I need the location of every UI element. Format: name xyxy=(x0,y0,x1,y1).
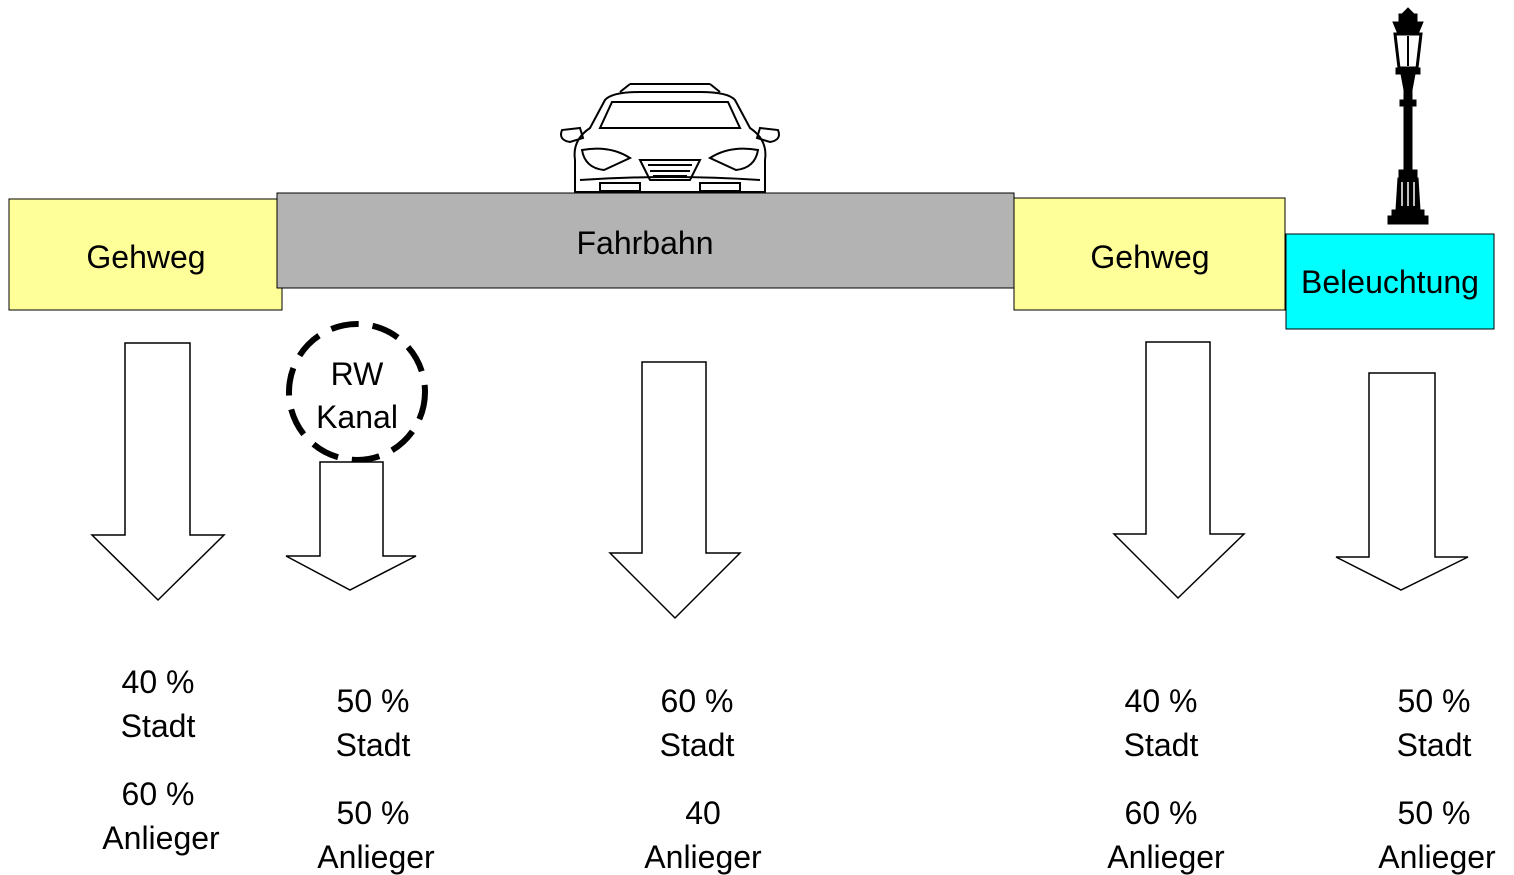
share-4-stadt-pct: 40 % xyxy=(1125,683,1198,719)
share-3-anlieger-pct: 40 xyxy=(685,795,721,831)
rw-kanal-marker: RW Kanal xyxy=(286,321,428,463)
down-arrow-3 xyxy=(608,361,742,620)
share-1-stadt-pct: 40 % xyxy=(122,664,195,700)
gehweg-left-box xyxy=(8,198,283,311)
down-arrow-2 xyxy=(285,461,417,591)
share-3-stadt-pct: 60 % xyxy=(661,683,734,719)
share-4-anlieger-pct: 60 % xyxy=(1125,795,1198,831)
fahrbahn-label: Fahrbahn xyxy=(577,225,714,261)
share-2: 50 % Stadt 50 % Anlieger xyxy=(317,683,435,875)
rw-kanal-line2: Kanal xyxy=(316,399,398,435)
segment-gehweg-left: Gehweg xyxy=(8,198,283,311)
share-1-stadt: Stadt xyxy=(121,708,196,744)
share-2-stadt-pct: 50 % xyxy=(337,683,410,719)
share-4-anlieger: Anlieger xyxy=(1107,839,1225,875)
share-5-stadt: Stadt xyxy=(1397,727,1472,763)
segment-fahrbahn: Fahrbahn xyxy=(276,192,1015,289)
share-2-anlieger-pct: 50 % xyxy=(337,795,410,831)
beleuchtung-label: Beleuchtung xyxy=(1301,264,1479,300)
share-3-anlieger: Anlieger xyxy=(644,839,762,875)
share-3: 60 % Stadt 40 Anlieger xyxy=(644,683,762,875)
beleuchtung-box xyxy=(1285,233,1495,330)
share-5-anlieger: Anlieger xyxy=(1378,839,1496,875)
share-4-stadt: Stadt xyxy=(1124,727,1199,763)
down-arrow-4 xyxy=(1112,341,1246,600)
segment-beleuchtung: Beleuchtung xyxy=(1285,233,1495,330)
gehweg-left-label: Gehweg xyxy=(86,239,205,275)
gehweg-right-label: Gehweg xyxy=(1090,239,1209,275)
rw-kanal-dashed-circle xyxy=(286,321,428,463)
rw-kanal-line1: RW xyxy=(331,356,385,392)
fahrbahn-box xyxy=(276,192,1015,289)
share-5-stadt-pct: 50 % xyxy=(1398,683,1471,719)
share-1-anlieger: Anlieger xyxy=(102,820,220,856)
share-4: 40 % Stadt 60 % Anlieger xyxy=(1107,683,1225,875)
share-1: 40 % Stadt 60 % Anlieger xyxy=(102,664,220,856)
share-5-anlieger-pct: 50 % xyxy=(1398,795,1471,831)
car-front-icon xyxy=(560,83,780,193)
gehweg-right-box xyxy=(1013,197,1286,311)
down-arrow-1 xyxy=(90,342,226,602)
share-2-stadt: Stadt xyxy=(336,727,411,763)
share-5: 50 % Stadt 50 % Anlieger xyxy=(1378,683,1496,875)
share-3-stadt: Stadt xyxy=(660,727,735,763)
share-2-anlieger: Anlieger xyxy=(317,839,435,875)
share-1-anlieger-pct: 60 % xyxy=(122,776,195,812)
down-arrow-5 xyxy=(1335,372,1469,591)
street-lamp-icon xyxy=(1387,7,1429,225)
segment-gehweg-right: Gehweg xyxy=(1013,197,1286,311)
